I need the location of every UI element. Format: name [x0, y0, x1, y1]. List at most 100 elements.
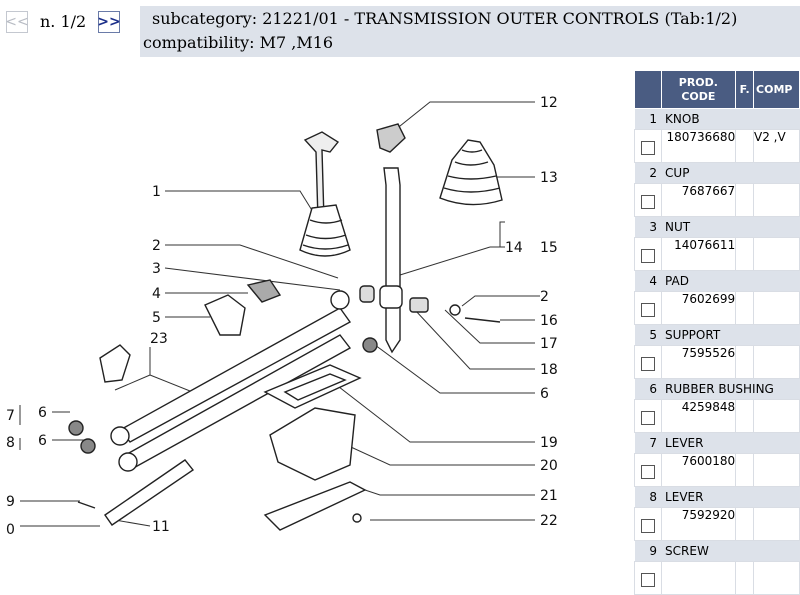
part-ref-number: 3 — [634, 216, 662, 238]
prev-page-button[interactable]: << — [5, 11, 29, 33]
part-f-cell — [735, 291, 755, 325]
part-compatibility — [753, 183, 800, 217]
callout-0: 0 — [6, 522, 15, 538]
callout-4: 4 — [152, 286, 161, 302]
part-ref-number: 1 — [634, 108, 662, 130]
part-code — [660, 561, 737, 595]
part-description: LEVER — [661, 486, 800, 508]
part-select-checkbox[interactable] — [640, 356, 655, 371]
callout-12: 12 — [540, 95, 558, 111]
part-description: SUPPORT — [661, 324, 800, 346]
part-code: 14076611 — [660, 237, 737, 271]
part-select-checkbox[interactable] — [640, 194, 655, 209]
part-compatibility — [753, 399, 800, 433]
select-cell — [634, 561, 662, 595]
part-compatibility — [753, 291, 800, 325]
callout-6b: 6 — [38, 433, 47, 449]
callout-17: 17 — [540, 336, 558, 352]
select-cell — [634, 345, 662, 379]
part-compatibility — [753, 453, 800, 487]
part-code: 7602699 — [660, 291, 737, 325]
part-ref-number: 9 — [634, 540, 662, 562]
part-f-cell — [735, 453, 755, 487]
next-page-button[interactable]: >> — [97, 11, 121, 33]
part-select-checkbox[interactable] — [640, 464, 655, 479]
header-select — [634, 70, 662, 109]
page-indicator: n. 1/2 — [40, 12, 87, 31]
part-code-row: 14076611 — [634, 237, 800, 271]
part-code-row: 4259848 — [634, 399, 800, 433]
part-f-cell — [735, 561, 755, 595]
part-compatibility — [753, 237, 800, 271]
callout-18: 18 — [540, 362, 558, 378]
part-compatibility — [753, 345, 800, 379]
callout-14: 14 — [505, 240, 523, 256]
part-compatibility — [753, 561, 800, 595]
callout-9: 9 — [6, 494, 15, 510]
callout-8: 8 — [6, 435, 15, 451]
callout-1: 1 — [152, 184, 161, 200]
part-description: KNOB — [661, 108, 800, 130]
part-code: 7595526 — [660, 345, 737, 379]
callout-6c: 6 — [540, 386, 549, 402]
callout-23: 23 — [150, 331, 168, 347]
part-select-checkbox[interactable] — [640, 518, 655, 533]
part-code: 7687667 — [660, 183, 737, 217]
callout-11: 11 — [152, 519, 170, 535]
part-code-row: 7592920 — [634, 507, 800, 541]
callout-3: 3 — [152, 261, 161, 277]
part-description: PAD — [661, 270, 800, 292]
part-ref-number: 6 — [634, 378, 662, 400]
header-f: F. — [735, 70, 755, 109]
callout-21: 21 — [540, 488, 558, 504]
compatibility-text: compatibility: M7 ,M16 — [143, 33, 334, 52]
part-code: 180736680 — [660, 129, 737, 163]
part-f-cell — [735, 507, 755, 541]
select-cell — [634, 129, 662, 163]
select-cell — [634, 183, 662, 217]
part-compatibility — [753, 507, 800, 541]
callout-6a: 6 — [38, 405, 47, 421]
part-ref-number: 5 — [634, 324, 662, 346]
callout-5: 5 — [152, 310, 161, 326]
callout-13: 13 — [540, 170, 558, 186]
part-ref-number: 2 — [634, 162, 662, 184]
subcategory-text: subcategory: 21221/01 - TRANSMISSION OUT… — [152, 9, 738, 28]
part-select-checkbox[interactable] — [640, 572, 655, 587]
part-f-cell — [735, 129, 755, 163]
part-select-checkbox[interactable] — [640, 410, 655, 425]
callout-2b: 2 — [540, 289, 549, 305]
header-comp: COMP — [753, 70, 800, 109]
select-cell — [634, 237, 662, 271]
subcategory-header: subcategory: 21221/01 - TRANSMISSION OUT… — [140, 6, 800, 57]
part-code-row: 7602699 — [634, 291, 800, 325]
part-description: RUBBER BUSHING — [661, 378, 800, 400]
part-code-row — [634, 561, 800, 595]
part-f-cell — [735, 237, 755, 271]
callout-2: 2 — [152, 238, 161, 254]
exploded-parts-diagram: 1 2 3 4 5 23 7 6 8 6 9 0 11 12 13 14 15 … — [0, 90, 600, 539]
part-code-row: 7687667 — [634, 183, 800, 217]
select-cell — [634, 399, 662, 433]
part-code: 7600180 — [660, 453, 737, 487]
part-code: 7592920 — [660, 507, 737, 541]
part-f-cell — [735, 345, 755, 379]
part-select-checkbox[interactable] — [640, 140, 655, 155]
callout-22: 22 — [540, 513, 558, 529]
part-description: NUT — [661, 216, 800, 238]
part-select-checkbox[interactable] — [640, 248, 655, 263]
part-select-checkbox[interactable] — [640, 302, 655, 317]
part-code: 4259848 — [660, 399, 737, 433]
callout-20: 20 — [540, 458, 558, 474]
